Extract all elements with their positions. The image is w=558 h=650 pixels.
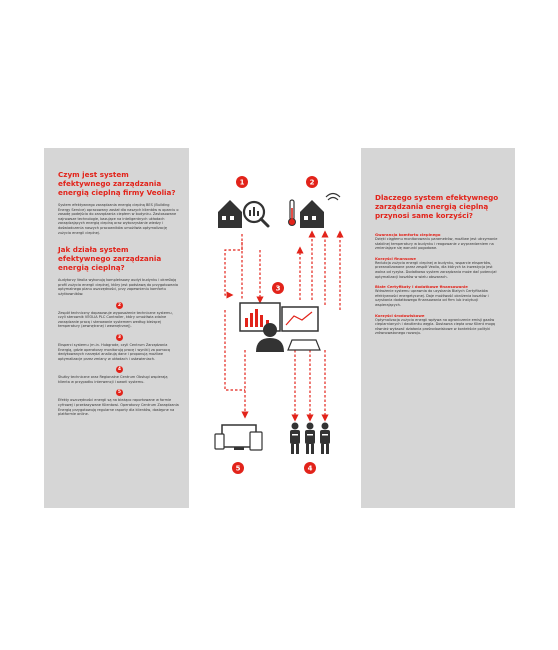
diagram-badge-3: 3 (272, 282, 284, 294)
benefit-text-comfort: Dzięki ciągłemu monitorowaniu parametrów… (375, 237, 498, 251)
house-audit-icon (218, 200, 270, 228)
left-heading-how-works: Jak działa system efektywnego zarządzani… (58, 245, 162, 273)
technicians-icon (290, 422, 330, 454)
diagram-badge-2-label: 2 (310, 179, 315, 187)
step-text-5: Efekty oszczędności energii są na bieżąc… (58, 398, 179, 417)
steps-list: Audytorzy Veolia wykonują kompleksowy au… (58, 278, 179, 417)
benefit-text-certificates: Wdrożenie systemu uprawnia do uzyskania … (375, 289, 489, 307)
benefit-text-environment: Optymalizacja zużycia energii wpływa na … (375, 317, 496, 336)
benefit-text-financial: Redukcja zużycia energii cieplnej w budy… (375, 260, 497, 279)
diagram-badge-3-label: 3 (276, 285, 281, 293)
step-badge-1: 2 (116, 301, 123, 309)
step-text-3: Eksperci systemu (m.in. Hubgrade, czyli … (58, 342, 171, 361)
left-text-panel: Czym jest system efektywnego zarządzania… (44, 148, 189, 508)
step-text-1: Audytorzy Veolia wykonują kompleksowy au… (58, 278, 179, 296)
left-heading-what-is: Czym jest system efektywnego zarządzania… (58, 170, 176, 197)
right-text-panel: Dlaczego system efektywnego zarządzania … (361, 148, 515, 508)
operator-workstation-icon (239, 302, 321, 352)
benefit-title-financial: Korzyści finansowe (375, 255, 416, 261)
step-badge-4: 5 (116, 389, 123, 397)
benefit-title-comfort: Gwarancja komfortu cieplnego (375, 232, 441, 237)
smart-house-icon (288, 192, 341, 228)
diagram-badge-5-label: 5 (236, 465, 241, 473)
step-badge-2: 3 (116, 333, 123, 341)
right-heading-benefits: Dlaczego system efektywnego zarządzania … (375, 193, 499, 220)
step-text-4: Służby techniczne oraz Regionalne Centru… (58, 375, 168, 384)
diagram-badge-1: 1 (236, 176, 248, 188)
benefit-title-environment: Korzyści środowiskowe (375, 312, 425, 318)
step-badge-3: 4 (116, 366, 123, 374)
diagram-badge-5: 5 (232, 462, 244, 474)
diagram-badge-4: 4 (304, 462, 316, 474)
devices-icon (214, 424, 263, 451)
benefit-title-certificates: Białe Certyfikaty i dodatkowe finansowan… (375, 284, 468, 290)
benefits-list: Gwarancja komfortu cieplnego Dzięki ciąg… (375, 232, 503, 336)
process-diagram: 1 2 (214, 176, 344, 474)
diagram-badge-2: 2 (306, 176, 318, 188)
left-intro-paragraph: System efektywnego zarządzania energią c… (58, 203, 179, 235)
step-text-2: Zespół techniczny dopasowuje wyposażenie… (58, 310, 173, 329)
diagram-connectors (224, 230, 344, 422)
diagram-badge-1-label: 1 (240, 179, 245, 187)
diagram-badge-4-label: 4 (308, 465, 313, 473)
